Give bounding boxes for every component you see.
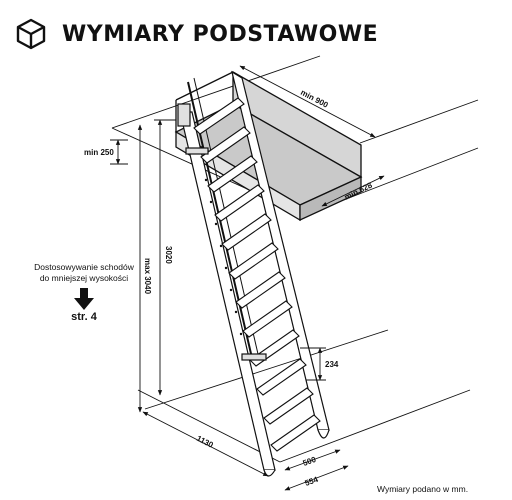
max-height-label: max 3040 <box>143 258 152 295</box>
bracket-bottom <box>241 353 267 361</box>
opening-length-label: min 900 <box>299 88 330 110</box>
page-reference: str. 4 <box>71 311 97 323</box>
dim-opening-depth <box>110 139 128 165</box>
dim-step-spacing <box>300 347 326 381</box>
units-footnote: Wymiary podano w mm. <box>377 484 469 494</box>
opening-depth-label: min 250 <box>84 148 114 157</box>
header: WYMIARY PODSTAWOWE <box>14 14 378 54</box>
dim-outer-width <box>284 465 349 491</box>
page-title: WYMIARY PODSTAWOWE <box>62 21 379 47</box>
outer-width-label: 554 <box>304 475 320 488</box>
note-line-2: do mniejszej wysokości <box>39 273 129 283</box>
inner-width-label: 500 <box>302 455 318 468</box>
dim-opening-width <box>321 175 385 207</box>
note-line-1: Dostosowywanie schodów <box>34 262 134 272</box>
arrow-down-icon <box>74 288 94 310</box>
floor-height-label: 3020 <box>164 246 173 264</box>
stringer-holes <box>204 178 243 336</box>
stair-ladder <box>177 70 330 477</box>
dim-opening-length <box>239 65 376 138</box>
box-3d-icon <box>16 18 46 50</box>
adjustment-note: Dostosowywanie schodów do mniejszej wyso… <box>24 262 144 323</box>
dim-floor-height <box>154 119 176 396</box>
step-spacing-label: 234 <box>325 360 339 369</box>
dim-floor-distance <box>142 411 269 477</box>
top-plate <box>177 103 191 127</box>
bracket-top <box>185 147 209 155</box>
